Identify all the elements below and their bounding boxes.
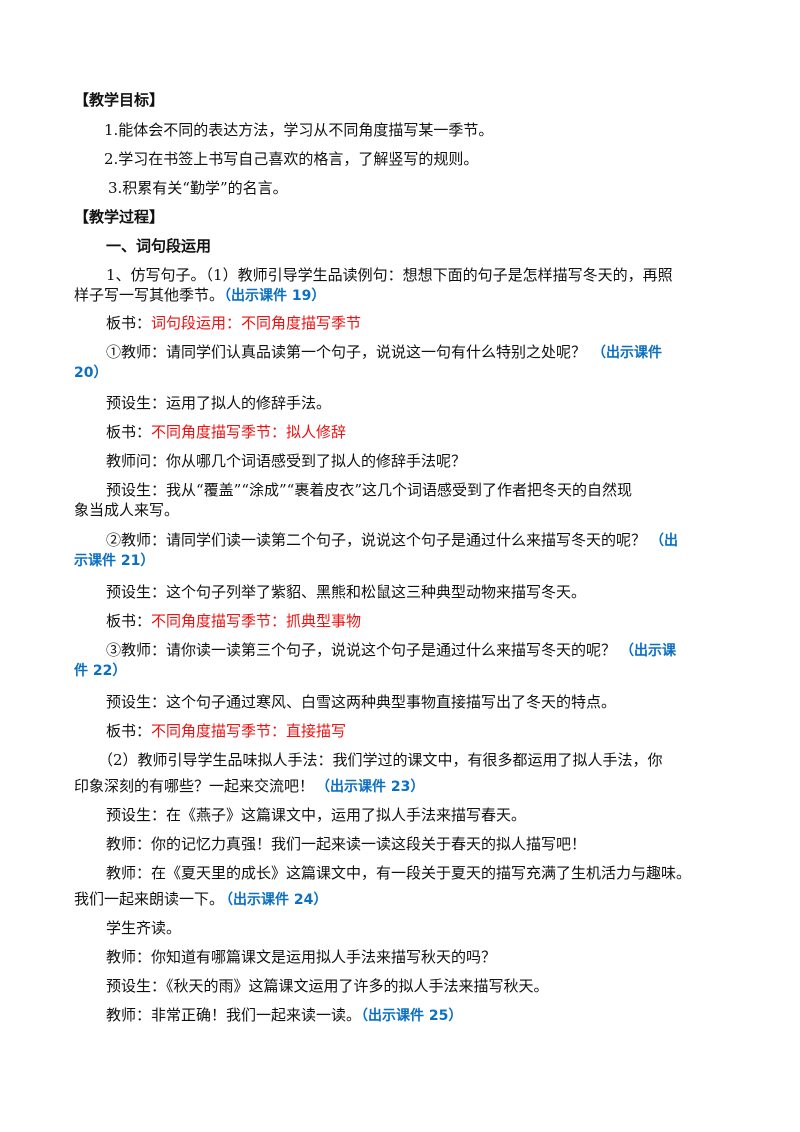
question-2: 教师问：你从哪几个词语感受到了拟人的修辞手法呢？: [106, 452, 467, 470]
question-1-cont: 20）: [74, 362, 107, 383]
courseware-ref: （出示课件 19）: [224, 288, 326, 304]
goal-item-1: 1.能体会不同的表达方法，学习从不同角度描写某一季节。: [104, 121, 494, 139]
paragraph-1-cont-text: 样子写一写其他季节。: [74, 286, 225, 304]
board-label: 板书：: [106, 314, 152, 332]
question-3-cont: 示课件 21）: [74, 550, 154, 571]
paragraph-2-cont: 印象深刻的有哪些？一起来交流吧！（出示课件 23）: [74, 776, 424, 797]
goals-heading: 【教学目标】: [74, 91, 165, 109]
teacher-line-1: 教师：你的记忆力真强！我们一起来读一读这段关于春天的拟人描写吧！: [106, 835, 587, 853]
question-4-cont: 件 22）: [74, 660, 126, 681]
paragraph-2: （2）教师引导学生品味拟人手法：我们学过的课文中，有很多都运用了拟人手法，你: [98, 751, 663, 769]
teacher-line-4-text: 教师：非常正确！我们一起来读一读。: [106, 1006, 362, 1024]
question-1: ①教师：请同学们认真品读第一个句子，说说这一句有什么特别之处呢？ （出示课件: [106, 342, 662, 363]
teacher-line-2-cont-text: 我们一起来朗读一下。: [74, 890, 225, 908]
paragraph-1-text: 1、仿写句子。（1）教师引导学生品读例句：想想下面的句子是怎样描写冬天的，再照: [106, 266, 673, 284]
board-label: 板书：: [106, 612, 152, 630]
question-3-text: ②教师：请同学们读一读第二个句子，说说这个句子是通过什么来描写冬天的呢？: [106, 531, 647, 549]
question-1-text: ①教师：请同学们认真品读第一个句子，说说这一句有什么特别之处呢？: [106, 343, 587, 361]
answer-3: 预设生：这个句子列举了紫貂、黑熊和松鼠这三种典型动物来描写冬天。: [106, 583, 587, 601]
question-4-text: ③教师：请你读一读第三个句子，说说这个句子是通过什么来描写冬天的呢？: [106, 641, 617, 659]
courseware-ref: 示课件 21）: [74, 553, 155, 569]
courseware-ref: （出示课: [620, 643, 677, 659]
board-note-4: 板书：不同角度描写季节：直接描写: [106, 721, 346, 741]
teacher-line-2-cont: 我们一起来朗读一下。（出示课件 24）: [74, 889, 327, 910]
section-title: 一、词句段运用: [106, 237, 212, 255]
goal-item-2: 2.学习在书签上书写自己喜欢的格言，了解竖写的规则。: [104, 150, 479, 168]
teacher-line-4: 教师：非常正确！我们一起来读一读。（出示课件 25）: [106, 1005, 462, 1026]
answer-6: 预设生：《秋天的雨》这篇课文运用了许多的拟人手法来描写秋天。: [106, 977, 549, 995]
answer-2-cont: 象当成人来写。: [74, 501, 180, 519]
courseware-ref: （出示课件 24）: [226, 892, 328, 908]
courseware-ref: （出示课件 25）: [361, 1008, 463, 1024]
board-text: 词句段运用：不同角度描写季节: [151, 314, 362, 332]
courseware-ref: 件 22）: [74, 663, 127, 679]
teacher-line-2: 教师：在《夏天里的成长》这篇课文中，有一段关于夏天的描写充满了生机活力与趣味。: [106, 864, 692, 882]
board-label: 板书：: [106, 423, 152, 441]
process-heading: 【教学过程】: [74, 208, 165, 226]
student-line: 学生齐读。: [106, 919, 182, 937]
answer-1: 预设生：运用了拟人的修辞手法。: [106, 394, 332, 412]
courseware-ref: （出示课件 23）: [316, 779, 425, 795]
question-4: ③教师：请你读一读第三个句子，说说这个句子是通过什么来描写冬天的呢？（出示课: [106, 640, 676, 661]
answer-4: 预设生：这个句子通过寒风、白雪这两种典型事物直接描写出了冬天的特点。: [106, 693, 617, 711]
courseware-ref: （出: [650, 533, 679, 549]
paragraph-1-cont: 样子写一写其他季节。（出示课件 19）: [74, 285, 325, 306]
teacher-line-3: 教师：你知道有哪篇课文是运用拟人手法来描写秋天的吗？: [106, 948, 497, 966]
goal-item-3: 3.积累有关“勤学”的名言。: [108, 179, 288, 197]
board-text: 不同角度描写季节：拟人修辞: [151, 423, 347, 441]
courseware-ref: 20）: [74, 365, 108, 381]
courseware-ref: （出示课件: [592, 345, 663, 361]
board-text: 不同角度描写季节：抓典型事物: [151, 612, 362, 630]
board-text: 不同角度描写季节：直接描写: [151, 722, 347, 740]
board-note-3: 板书：不同角度描写季节：抓典型事物: [106, 611, 361, 631]
paragraph-1: 1、仿写句子。（1）教师引导学生品读例句：想想下面的句子是怎样描写冬天的，再照: [106, 265, 673, 285]
board-label: 板书：: [106, 722, 152, 740]
board-note-2: 板书：不同角度描写季节：拟人修辞: [106, 422, 346, 442]
paragraph-2-cont-text: 印象深刻的有哪些？一起来交流吧！: [74, 777, 315, 795]
question-3: ②教师：请同学们读一读第二个句子，说说这个句子是通过什么来描写冬天的呢？（出: [106, 530, 678, 551]
answer-2: 预设生：我从“覆盖”“涂成”“裹着皮衣”这几个词语感受到了作者把冬天的自然现: [106, 481, 633, 499]
answer-5: 预设生：在《燕子》这篇课文中，运用了拟人手法来描写春天。: [106, 806, 527, 824]
board-note-1: 板书：词句段运用：不同角度描写季节: [106, 313, 361, 333]
